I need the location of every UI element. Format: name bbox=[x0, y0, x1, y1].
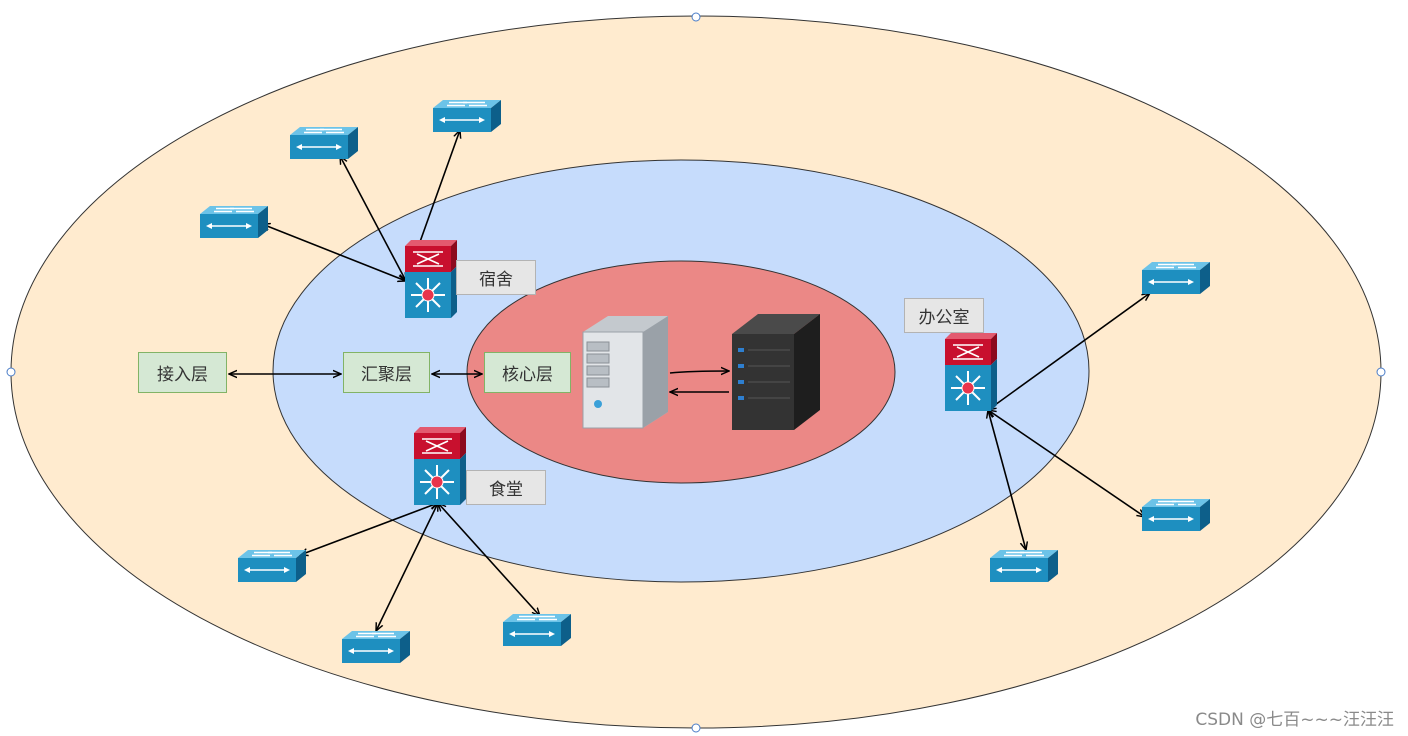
office-link-3 bbox=[988, 410, 1026, 550]
office-access-switch-icon-2 bbox=[1141, 498, 1211, 532]
watermark: CSDN @七百~~~汪汪汪 bbox=[1195, 710, 1394, 730]
rack-server-icon bbox=[732, 314, 820, 430]
tower-server-icon bbox=[582, 316, 668, 429]
canteen-access-switch-icon-3 bbox=[502, 613, 572, 647]
aggregation-layer-label: 汇聚层 bbox=[343, 352, 430, 393]
dorm-link-2 bbox=[340, 156, 406, 281]
office-access-switch-icon-1 bbox=[1141, 261, 1211, 295]
canteen-link-2 bbox=[376, 503, 438, 631]
ring-handle-bottom[interactable] bbox=[691, 723, 701, 733]
canteen-access-switch-icon-2 bbox=[341, 630, 411, 664]
office-access-switch-icon-3 bbox=[989, 549, 1059, 583]
ring-handle-right[interactable] bbox=[1376, 367, 1386, 377]
office-layer3-switch-icon bbox=[944, 332, 998, 412]
dorm-access-switch-icon-1 bbox=[432, 99, 502, 133]
dorm-access-switch-icon-2 bbox=[289, 126, 359, 160]
dormitory-layer3-switch-icon bbox=[404, 239, 458, 319]
ring-handle-top[interactable] bbox=[691, 12, 701, 22]
office-label: 办公室 bbox=[904, 298, 984, 333]
core-layer-label: 核心层 bbox=[484, 352, 571, 393]
access-layer-label: 接入层 bbox=[138, 352, 227, 393]
office-link-1 bbox=[988, 293, 1150, 410]
dorm-access-switch-icon-3 bbox=[199, 205, 269, 239]
canteen-access-switch-icon-1 bbox=[237, 549, 307, 583]
canteen-link-3 bbox=[438, 503, 540, 616]
server-link-forward bbox=[669, 371, 729, 373]
canteen-layer3-switch-icon bbox=[413, 426, 467, 506]
canteen-label: 食堂 bbox=[466, 470, 546, 505]
dormitory-label: 宿舍 bbox=[456, 260, 536, 295]
ring-handle-left[interactable] bbox=[6, 367, 16, 377]
